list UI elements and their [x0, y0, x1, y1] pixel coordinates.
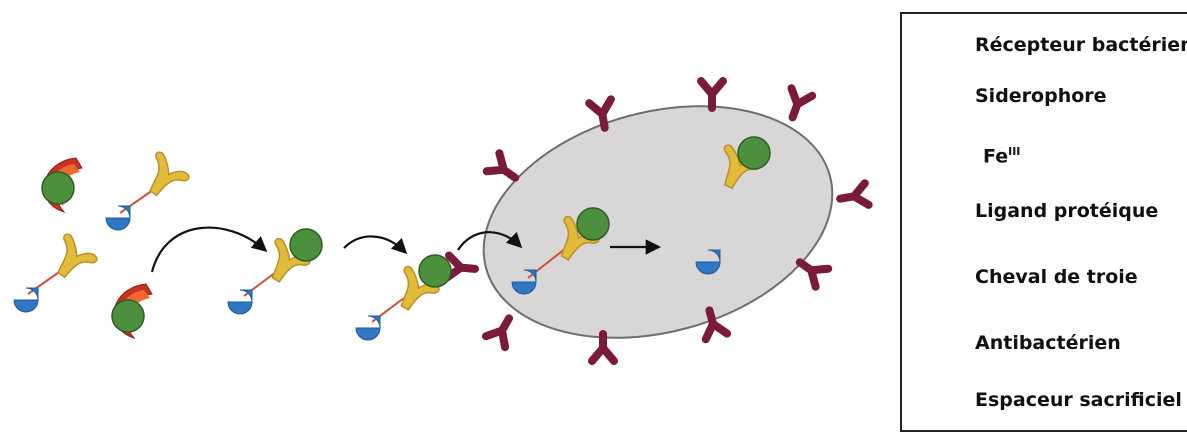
receptor-y-icon	[701, 81, 723, 108]
trojan-horse-iron-loaded	[228, 229, 322, 314]
iron-circle-icon	[290, 229, 322, 261]
arrow-chelation	[152, 228, 265, 272]
legend-label-iron-sup: III	[1008, 145, 1020, 158]
legend-label-iron-base: Fe	[983, 145, 1008, 167]
antibacterial-drop-icon	[106, 206, 130, 230]
receptor-y-icon	[447, 256, 476, 280]
iron-circle-icon	[419, 255, 451, 287]
legend-label-ligand: Ligand protéique	[975, 202, 1158, 221]
receptor-y-icon	[838, 183, 868, 209]
iron-circle-icon	[738, 137, 770, 169]
antibacterial-drop-icon	[14, 288, 38, 312]
ligand-iron-complex-top	[42, 158, 82, 212]
legend-label-iron: FeIII	[983, 146, 1020, 166]
spacer-line	[120, 190, 153, 213]
legend-label-receptor: Récepteur bactérien	[975, 36, 1187, 55]
legend-label-trojan: Cheval de troie	[975, 268, 1138, 287]
arrow-approach	[344, 236, 405, 252]
legend-label-antibacterial: Antibactérien	[975, 334, 1121, 353]
legend-box	[900, 12, 1187, 432]
antibacterial-drop-icon	[356, 316, 380, 340]
trojan-horse-free-top	[106, 151, 192, 230]
legend-label-siderophore: Siderophore	[975, 87, 1107, 106]
trojan-horse-free-bottom	[14, 233, 100, 312]
siderophore-icon	[45, 233, 100, 287]
receptor-y-icon	[486, 313, 519, 347]
iron-circle-icon	[577, 208, 609, 240]
bacterial-cell	[458, 70, 859, 375]
iron-circle-icon	[112, 300, 144, 332]
iron-circle-icon	[42, 172, 74, 204]
receptor-y-icon	[782, 88, 812, 121]
ligand-iron-complex-bottom	[112, 284, 152, 338]
antibacterial-drop-icon	[228, 290, 252, 314]
siderophore-icon	[137, 151, 192, 205]
trojan-horse-binding	[356, 255, 451, 340]
legend-label-spacer: Espaceur sacrificiel	[975, 391, 1182, 410]
